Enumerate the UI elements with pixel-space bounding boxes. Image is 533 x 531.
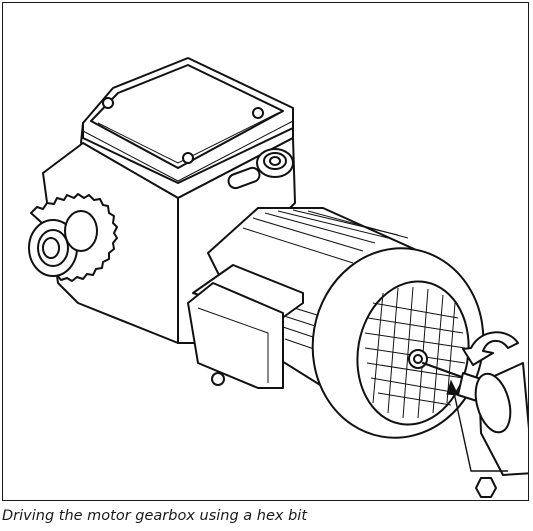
leader-line xyxy=(446,379,508,472)
lid-screw-icon xyxy=(102,97,114,109)
terminal-box-lid xyxy=(82,57,294,184)
fan-cover xyxy=(311,247,485,439)
hex-bit-tool xyxy=(422,362,528,476)
sprocket xyxy=(28,193,118,282)
rotation-arrow-icon xyxy=(462,331,519,366)
slot xyxy=(227,166,261,190)
figure-caption: Driving the motor gearbox using a hex bi… xyxy=(2,508,308,524)
cable-gland xyxy=(256,148,294,178)
lid-screw-icon xyxy=(182,152,194,164)
illustration-frame xyxy=(2,2,529,501)
hex-symbol-icon xyxy=(475,477,497,498)
motor-terminal-box xyxy=(187,264,304,389)
lid-screw-icon xyxy=(252,107,264,119)
gearbox-illustration xyxy=(28,57,528,498)
